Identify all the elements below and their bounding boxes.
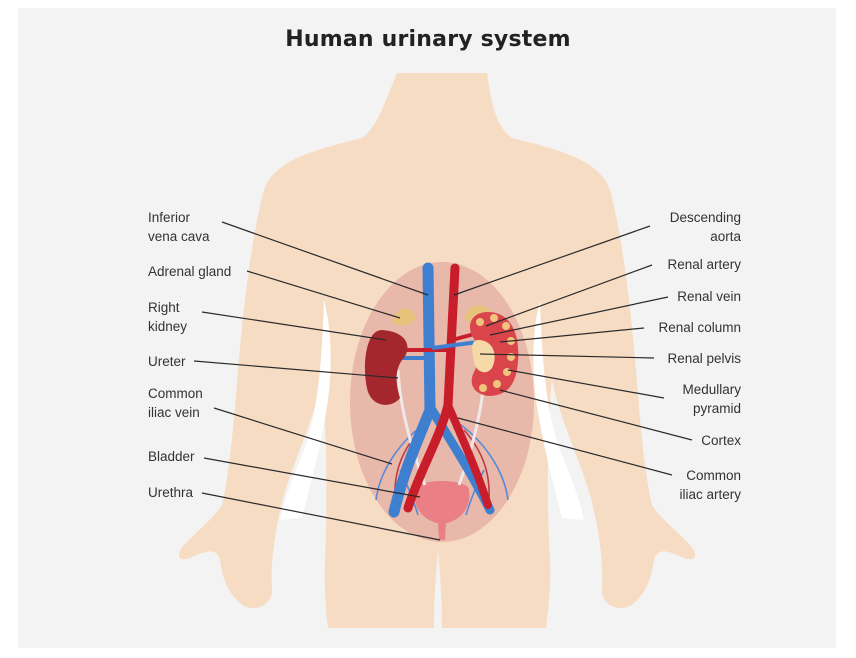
label-cortex: Cortex (701, 431, 741, 450)
label-renal-artery: Renal artery (667, 255, 741, 274)
label-renal-vein: Renal vein (677, 287, 741, 306)
label-renal-column: Renal column (658, 318, 741, 337)
label-adrenal-gland: Adrenal gland (148, 262, 231, 281)
label-renal-pelvis: Renal pelvis (667, 349, 741, 368)
label-urethra: Urethra (148, 483, 193, 502)
label-bladder: Bladder (148, 447, 195, 466)
label-ureter: Ureter (148, 352, 186, 371)
urethra-shape (438, 522, 446, 540)
